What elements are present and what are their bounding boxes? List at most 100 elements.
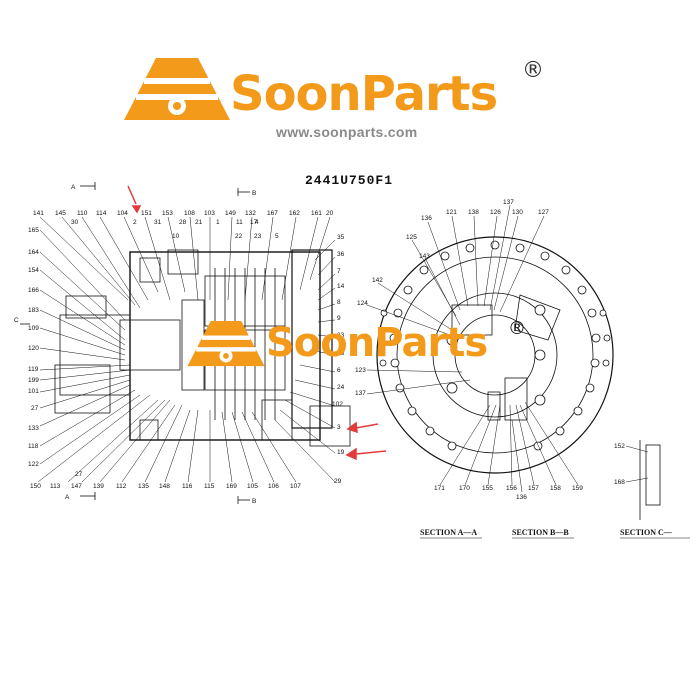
section-title-a: SECTION A—A [420, 528, 477, 537]
callout-label: 167 [267, 210, 278, 217]
callout-label: 30 [71, 219, 79, 226]
callouts-right-col: 35 36 7 14 8 9 33 25 6 24 102 3 19 29 [332, 234, 345, 485]
callout-label: 126 [490, 209, 501, 216]
callout-label: 148 [159, 483, 170, 490]
section-title-c: SECTION C— [620, 528, 673, 537]
callout-label: 2 [133, 219, 137, 226]
drawing-code: 2441U750F1 [305, 173, 394, 188]
callout-label: 119 [28, 366, 39, 373]
callout-label: 159 [572, 485, 583, 492]
callout-label: 151 [141, 210, 152, 217]
callout-label: 136 [421, 215, 432, 222]
callout-label: 36 [337, 251, 345, 258]
callout-label: 110 [77, 210, 88, 217]
watermark-registered-mark: ® [508, 318, 526, 339]
callout-label: 162 [289, 210, 300, 217]
callout-label: 164 [28, 249, 39, 256]
callout-label: 168 [614, 479, 625, 486]
callout-label: 130 [512, 209, 523, 216]
section-marks: A B A B C [14, 184, 256, 505]
watermark-brand-name: SoonParts [266, 320, 488, 366]
section-mark-c: C [14, 317, 19, 324]
callout-label: 24 [337, 384, 345, 391]
callout-label: 147 [71, 483, 82, 490]
section-mark-b-bottom: B [252, 498, 256, 505]
callout-label: 155 [482, 485, 493, 492]
callout-label: 118 [28, 443, 39, 450]
callout-label: 5 [275, 233, 279, 240]
callout-label: 28 [179, 219, 187, 226]
callout-label: 136 [516, 494, 527, 501]
callout-label: 122 [28, 461, 39, 468]
section-mark-a-top: A [71, 184, 76, 191]
callout-label: 7 [337, 268, 341, 275]
callout-label: 6 [337, 367, 341, 374]
callout-label: 112 [116, 483, 127, 490]
callout-label: 150 [30, 483, 41, 490]
callout-label: 165 [28, 227, 39, 234]
callout-label: 158 [550, 485, 561, 492]
callout-label: 35 [337, 234, 345, 241]
callout-label: 8 [337, 299, 341, 306]
callout-label: 11 [236, 219, 243, 226]
callout-label: 33 [337, 332, 345, 339]
callout-label: 109 [28, 325, 39, 332]
callout-label: 4 [255, 219, 259, 226]
callout-label: 199 [28, 377, 39, 384]
red-arrow-icon [127, 185, 387, 461]
callout-label: 3 [337, 424, 341, 431]
callout-label: 27 [31, 405, 39, 412]
section-title-b: SECTION B—B [512, 528, 569, 537]
callout-label: 145 [55, 210, 66, 217]
callout-label: 103 [204, 210, 215, 217]
callout-label: 143 [419, 253, 430, 260]
callout-label: 133 [28, 425, 39, 432]
callout-label: 139 [93, 483, 104, 490]
callout-label: 29 [334, 478, 342, 485]
section-titles: SECTION A—A SECTION B—B SECTION C— [420, 528, 673, 537]
callout-label: 113 [50, 483, 61, 490]
callout-label: 17 [250, 219, 258, 226]
callout-label: 138 [468, 209, 479, 216]
callout-label: 171 [434, 485, 445, 492]
callout-label: 31 [154, 219, 162, 226]
callout-label: 141 [33, 210, 44, 217]
callout-label: 107 [290, 483, 301, 490]
callout-label: 124 [357, 300, 368, 307]
callout-label: 105 [247, 483, 258, 490]
callout-label: 108 [184, 210, 195, 217]
callout-label: 142 [372, 277, 383, 284]
section-mark-b-top: B [252, 190, 256, 197]
callout-label: 121 [446, 209, 457, 216]
callout-label: 25 [337, 350, 345, 357]
callout-label: 22 [235, 233, 243, 240]
callout-label: 125 [406, 234, 417, 241]
callout-label: 161 [311, 210, 322, 217]
brand-emblem-icon [124, 58, 230, 120]
callout-label: 19 [337, 449, 345, 456]
brand-logo: SoonParts ® www.soonparts.com [122, 58, 544, 158]
callouts-right-view-top: 137 136 121 138 126 130 127 125 143 142 … [355, 199, 549, 397]
callout-label: 9 [337, 315, 341, 322]
callout-label: 127 [538, 209, 549, 216]
callout-label: 101 [28, 388, 39, 395]
callouts-top-left: 141 145 110 114 104 2 151 31 153 108 21 … [33, 210, 334, 226]
callout-label: 154 [28, 267, 39, 274]
callout-label: 137 [355, 390, 366, 397]
callouts-left: 165 164 154 166 183 109 120 119 199 101 … [28, 227, 39, 468]
callout-label: 132 [245, 210, 256, 217]
callout-label: 156 [506, 485, 517, 492]
callout-label: 115 [204, 483, 215, 490]
callout-label: 157 [528, 485, 539, 492]
callouts-right-view-bottom: 171 170 155 156 157 158 159 136 [434, 485, 583, 501]
callouts-top-left-2: 30 28 10 1 11 4 5 22 23 [71, 219, 279, 240]
callout-label: 135 [138, 483, 149, 490]
callout-label: 116 [182, 483, 193, 490]
callout-label: 152 [614, 443, 625, 450]
callout-label: 10 [172, 233, 180, 240]
section-mark-a-bottom: A [65, 494, 70, 501]
callout-label: 1 [216, 219, 220, 226]
watermark-emblem-icon [187, 321, 265, 367]
watermark-logo: SoonParts ® [186, 318, 526, 380]
